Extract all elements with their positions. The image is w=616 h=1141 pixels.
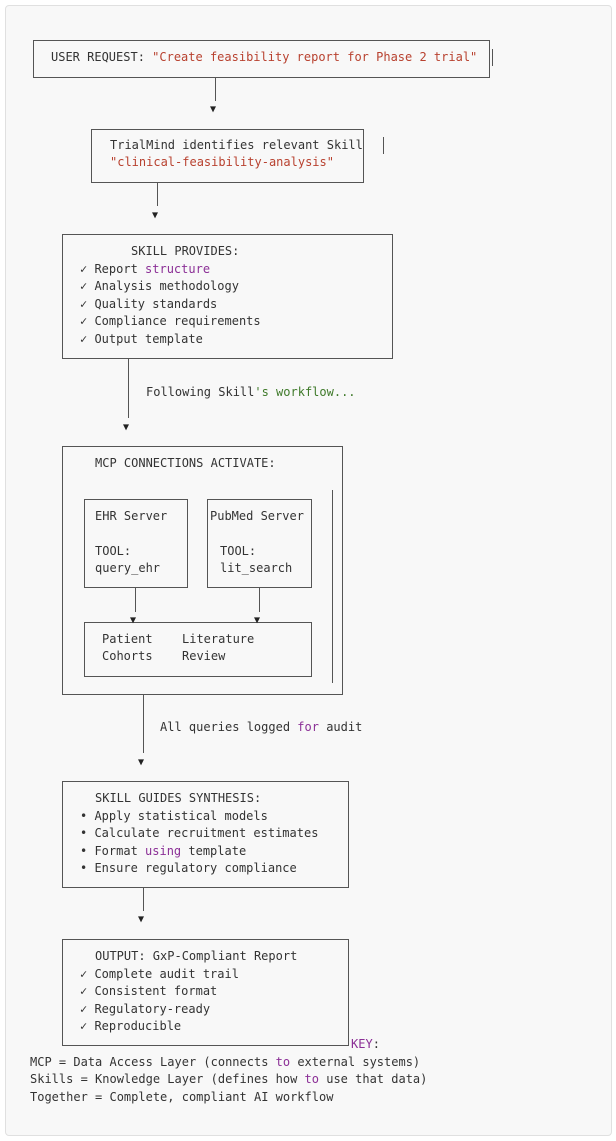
arrow-down-icon: ▼ [210, 104, 217, 115]
output-item: ✓ Complete audit trail [80, 967, 239, 981]
output-item: ✓ Consistent format [80, 984, 218, 998]
skill-item: ✓ Quality standards [80, 297, 218, 311]
box-edge [383, 137, 384, 154]
output-box [62, 939, 349, 1046]
request-label: USER REQUEST: [51, 50, 153, 64]
skill-item: ✓ Report structure [80, 262, 211, 276]
skill-item: ✓ Analysis methodology [80, 279, 239, 293]
ehr-tool-name: query_ehr [95, 561, 161, 575]
box-edge [492, 49, 493, 66]
skill-provides-title: SKILL PROVIDES: [131, 244, 240, 258]
identify-text: TrialMind identifies relevant Skill [110, 138, 363, 152]
connector-line [259, 587, 260, 612]
synthesis-item: • Format using template [80, 844, 247, 858]
skill-name: "clinical-feasibility-analysis" [110, 155, 334, 169]
pubmed-tool-label: TOOL: [220, 544, 257, 558]
connector-line [143, 887, 144, 911]
request-value: "Create feasibility report for Phase 2 t… [152, 50, 478, 64]
synthesis-box [62, 781, 349, 888]
key-together: Together = Complete, compliant AI workfl… [30, 1090, 334, 1104]
connector-line [135, 587, 136, 612]
connector-line [157, 182, 158, 206]
key-heading: KEY: [351, 1037, 380, 1051]
connector-line [143, 694, 144, 753]
output-item: ✓ Reproducible [80, 1019, 182, 1033]
arrow-down-icon: ▼ [138, 914, 145, 925]
synthesis-item: • Calculate recruitment estimates [80, 826, 319, 840]
pubmed-server-name: PubMed Server [210, 509, 304, 523]
connector-line [215, 77, 216, 101]
key-mcp: MCP = Data Access Layer (connects to ext… [30, 1055, 421, 1069]
output-title: OUTPUT: GxP-Compliant Report [95, 949, 298, 963]
connector-line [128, 358, 129, 418]
literature-review: Literature [182, 632, 255, 646]
arrow-down-icon: ▼ [152, 210, 159, 221]
workflow-label: Following Skill's workflow... [146, 385, 356, 399]
skill-provides-box [62, 234, 393, 359]
audit-label: All queries logged for audit [160, 720, 363, 734]
synthesis-title: SKILL GUIDES SYNTHESIS: [95, 791, 262, 805]
mcp-title: MCP CONNECTIONS ACTIVATE: [95, 456, 276, 470]
arrow-down-icon: ▼ [138, 757, 145, 768]
key-skills: Skills = Knowledge Layer (defines how to… [30, 1072, 428, 1086]
literature-review: Review [182, 649, 226, 663]
synthesis-item: • Apply statistical models [80, 809, 268, 823]
code-block [5, 5, 612, 1136]
output-item: ✓ Regulatory-ready [80, 1002, 211, 1016]
skill-identification-box [91, 129, 364, 183]
ehr-server-box [84, 499, 188, 588]
pubmed-tool-name: lit_search [220, 561, 293, 575]
synthesis-item: • Ensure regulatory compliance [80, 861, 297, 875]
mcp-connections-box [62, 446, 343, 695]
patient-cohorts: Patient [102, 632, 153, 646]
patient-cohorts: Cohorts [102, 649, 153, 663]
ehr-server-name: EHR Server [95, 509, 168, 523]
user-request-text: USER REQUEST: "Create feasibility report… [51, 49, 477, 66]
arrow-down-icon: ▼ [123, 422, 130, 433]
arrow-down-icon: ▼ [254, 615, 261, 626]
skill-item: ✓ Compliance requirements [80, 314, 261, 328]
user-request-box [33, 40, 490, 78]
ehr-tool-label: TOOL: [95, 544, 132, 558]
results-box [84, 622, 312, 677]
arrow-down-icon: ▼ [130, 615, 137, 626]
box-edge [332, 490, 333, 683]
skill-item: ✓ Output template [80, 332, 203, 346]
